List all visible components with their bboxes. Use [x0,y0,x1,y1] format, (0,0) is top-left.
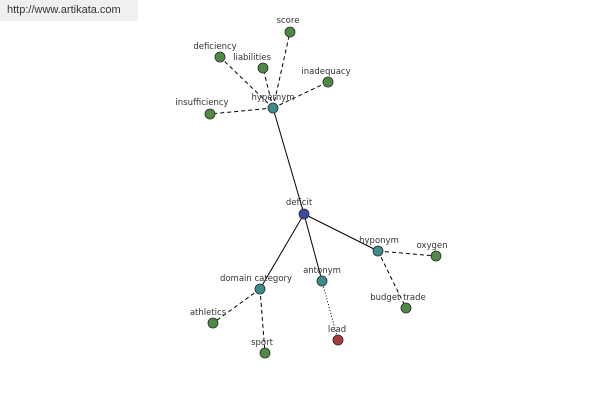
label-sport: sport [251,338,274,348]
edge-hyponym-budget_trade [377,250,407,309]
edge-deficit-hypernym [272,107,305,215]
node-budget_trade[interactable] [400,302,412,314]
node-domain_category[interactable] [254,283,266,295]
node-athletics[interactable] [207,317,219,329]
label-insufficiency: insufficiency [175,98,228,108]
label-oxygen: oxygen [416,241,447,251]
node-oxygen[interactable] [430,250,442,262]
label-liabilities: liabilities [233,53,271,63]
label-domain_category: domain category [220,274,292,284]
edge-hyponym-oxygen [377,250,437,257]
edge-domain_category-athletics [212,288,261,324]
label-athletics: athletics [190,308,227,318]
edge-hypernym-inadequacy [272,81,329,109]
label-inadequacy: inadequacy [301,67,350,77]
node-score[interactable] [284,26,296,38]
edge-hypernym-score [272,31,291,109]
label-antonym: antonym [303,266,341,276]
node-hyponym[interactable] [372,245,384,257]
graph-labels: deficit hypernym hyponym domain category ant… [175,16,447,348]
node-antonym[interactable] [316,275,328,287]
label-hypernym: hypernym [251,93,294,103]
label-deficit: deficit [286,198,313,208]
node-deficit[interactable] [298,208,310,220]
edge-deficit-antonym [303,213,323,282]
label-hyponym: hyponym [359,236,399,246]
node-liabilities[interactable] [257,62,269,74]
label-budget_trade: budget trade [370,293,426,303]
node-sport[interactable] [259,347,271,359]
node-lead[interactable] [332,334,344,346]
node-hypernym[interactable] [267,102,279,114]
edge-deficit-domain_category [259,213,305,290]
label-lead: lead [328,325,346,335]
graph-edges [209,31,437,354]
node-inadequacy[interactable] [322,76,334,88]
edge-hypernym-insufficiency [209,107,274,115]
edge-hypernym-deficiency [219,56,274,109]
edge-domain_category-sport [259,288,266,354]
label-deficiency: deficiency [193,42,236,52]
graph-nodes [204,26,442,359]
node-deficiency[interactable] [214,51,226,63]
label-score: score [277,16,300,26]
edge-antonym-lead [321,280,339,341]
edge-deficit-hyponym [303,213,379,252]
node-insufficiency[interactable] [204,108,216,120]
site-url-watermark: http://www.artikata.com [0,0,138,21]
